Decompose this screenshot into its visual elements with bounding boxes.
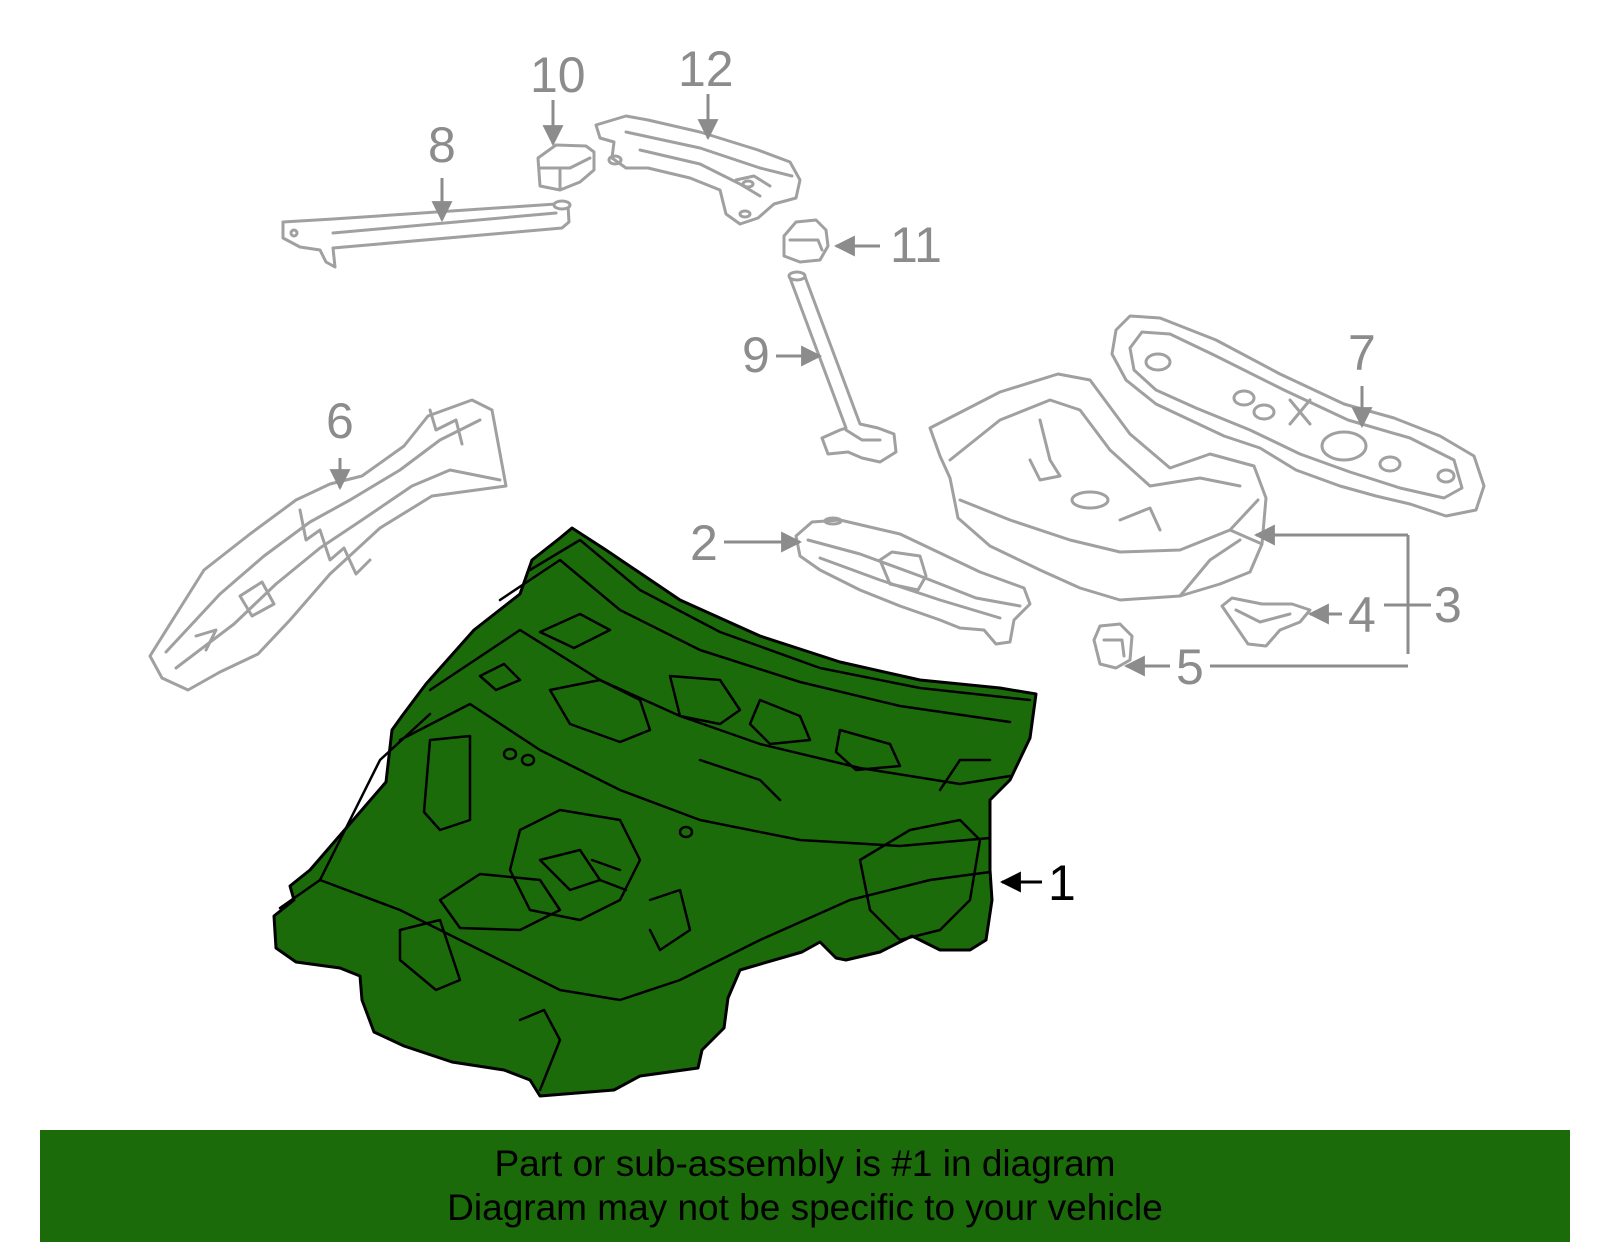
callout-1: 1 — [1048, 855, 1076, 911]
part-10-bracket[interactable] — [536, 143, 596, 192]
part-9-strut[interactable] — [787, 270, 898, 464]
part-3-spare-wheel-well[interactable] — [928, 372, 1268, 602]
part-11-bracket[interactable] — [782, 218, 830, 264]
part-7-cross-member[interactable] — [1110, 314, 1486, 518]
callout-2: 2 — [690, 515, 718, 571]
part-2-tray[interactable] — [794, 516, 1032, 646]
callout-4: 4 — [1348, 587, 1376, 643]
callout-11: 11 — [890, 217, 942, 273]
callout-12: 12 — [678, 41, 734, 97]
part-5-clip[interactable] — [1092, 622, 1134, 670]
callout-9: 9 — [742, 327, 770, 383]
part-12-support[interactable] — [594, 114, 802, 226]
part-6-side-rail[interactable] — [148, 398, 508, 692]
part-4-bracket[interactable] — [1220, 596, 1312, 648]
callout-labels: 1 2 3 4 5 6 7 8 9 10 11 12 — [326, 41, 1462, 911]
part-1-rear-body-panel[interactable] — [272, 526, 1038, 1098]
notice-banner: Part or sub-assembly is #1 in diagram Di… — [40, 1130, 1570, 1242]
part-8-rod[interactable] — [281, 199, 572, 269]
notice-line-disclaimer: Diagram may not be specific to your vehi… — [447, 1187, 1163, 1228]
callout-3: 3 — [1434, 577, 1462, 633]
callout-6: 6 — [326, 393, 354, 449]
callout-5: 5 — [1176, 639, 1204, 695]
notice-line-part-number: Part or sub-assembly is #1 in diagram — [494, 1143, 1116, 1184]
callout-8: 8 — [428, 117, 456, 173]
callout-10: 10 — [530, 47, 586, 103]
callout-7: 7 — [1348, 325, 1376, 381]
leader-lines — [329, 94, 1431, 893]
